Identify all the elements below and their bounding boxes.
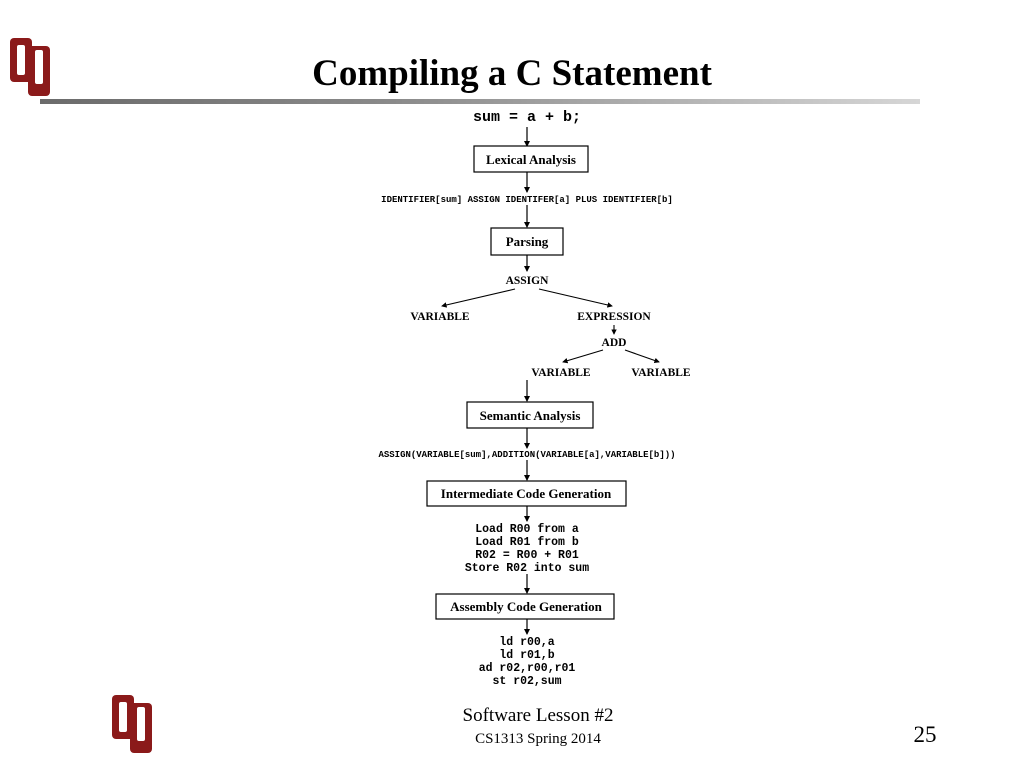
tree-node-expression: EXPRESSION	[577, 311, 651, 323]
assembly-code-line: ld r00,a	[499, 636, 554, 649]
stage-lexical-analysis: Lexical Analysis	[473, 145, 589, 173]
parse-tree: ASSIGN VARIABLE EXPRESSION ADD VARIABLE …	[410, 275, 691, 379]
page-number: 25	[913, 722, 937, 747]
intermediate-code-line: Load R00 from a	[475, 523, 579, 536]
tree-node-add: ADD	[602, 337, 627, 349]
ou-logo-icon	[8, 36, 54, 98]
stage-label: Semantic Analysis	[480, 408, 581, 423]
footer-lesson: Software Lesson #2	[462, 705, 614, 726]
intermediate-code-line: R02 = R00 + R01	[475, 549, 579, 562]
tree-node-variable-sum: VARIABLE	[410, 311, 470, 323]
assembly-code-line: ad r02,r00,r01	[479, 662, 576, 675]
stage-label: Intermediate Code Generation	[441, 486, 612, 501]
title-divider	[40, 99, 920, 104]
assembly-code-line: st r02,sum	[492, 675, 561, 688]
source-statement: sum = a + b;	[473, 109, 581, 126]
tree-node-variable-b: VARIABLE	[631, 367, 691, 379]
ou-logo-bottom-icon	[110, 693, 156, 755]
stage-intermediate-code-generation: Intermediate Code Generation	[426, 480, 627, 507]
stage-label: Parsing	[506, 234, 549, 249]
stage-label: Lexical Analysis	[486, 152, 576, 167]
stage-label: Assembly Code Generation	[450, 599, 602, 614]
slide-title: Compiling a C Statement	[312, 53, 712, 94]
tree-node-assign: ASSIGN	[506, 275, 550, 287]
semantic-output: ASSIGN(VARIABLE[sum],ADDITION(VARIABLE[a…	[378, 450, 675, 460]
tree-node-variable-a: VARIABLE	[531, 367, 591, 379]
token-stream: IDENTIFIER[sum] ASSIGN IDENTIFER[a] PLUS…	[381, 195, 673, 205]
assembly-code-block: ld r00,a ld r01,b ad r02,r00,r01 st r02,…	[479, 636, 576, 688]
stage-assembly-code-generation: Assembly Code Generation	[435, 593, 615, 620]
intermediate-code-block: Load R00 from a Load R01 from b R02 = R0…	[465, 523, 589, 575]
assembly-code-line: ld r01,b	[499, 649, 554, 662]
intermediate-code-line: Store R02 into sum	[465, 562, 589, 575]
stage-parsing: Parsing	[490, 227, 564, 256]
footer-course: CS1313 Spring 2014	[475, 731, 601, 747]
tree-edges	[441, 288, 660, 364]
intermediate-code-line: Load R01 from b	[475, 536, 579, 549]
stage-semantic-analysis: Semantic Analysis	[466, 401, 594, 429]
